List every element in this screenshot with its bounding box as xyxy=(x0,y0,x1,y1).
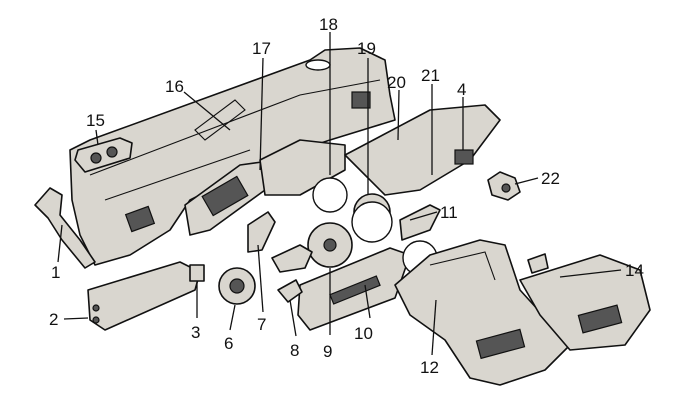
callout-12: 12 xyxy=(420,358,439,377)
callout-22: 22 xyxy=(541,169,560,188)
callout-6: 6 xyxy=(224,334,233,353)
callout-labels: 1 2 3 4 6 7 8 9 10 11 12 14 15 16 17 18 … xyxy=(49,15,644,377)
callout-17: 17 xyxy=(252,39,271,58)
callout-7: 7 xyxy=(257,315,266,334)
part-20-right-panel xyxy=(344,104,501,196)
callout-2: 2 xyxy=(49,310,58,329)
callout-18: 18 xyxy=(319,15,338,34)
part-14-rear-console xyxy=(519,253,651,351)
callout-9: 9 xyxy=(323,342,332,361)
part-9-gauge xyxy=(307,222,353,268)
part-19-gauges xyxy=(351,193,393,243)
part-18-gauge-pod xyxy=(259,139,348,213)
callout-4: 4 xyxy=(457,80,466,99)
part-1-bracket xyxy=(34,187,96,269)
callout-14: 14 xyxy=(625,261,644,280)
callout-19: 19 xyxy=(357,39,376,58)
callout-3: 3 xyxy=(191,323,200,342)
part-15-vent xyxy=(74,137,133,173)
part-22-lock xyxy=(487,171,521,201)
callout-21: 21 xyxy=(421,66,440,85)
callout-20: 20 xyxy=(387,73,406,92)
dashboard-main-panel xyxy=(69,47,396,266)
part-2-lower-panel xyxy=(87,261,201,331)
small-switch-parts xyxy=(189,211,313,305)
callout-15: 15 xyxy=(86,111,105,130)
callout-1: 1 xyxy=(51,263,60,282)
callout-16: 16 xyxy=(165,77,184,96)
part-11-switch xyxy=(399,204,441,241)
leader-lines xyxy=(57,32,622,356)
part-12-center-console xyxy=(394,239,571,386)
callout-10: 10 xyxy=(354,324,373,343)
callout-11: 11 xyxy=(440,203,458,222)
callout-8: 8 xyxy=(290,341,299,360)
